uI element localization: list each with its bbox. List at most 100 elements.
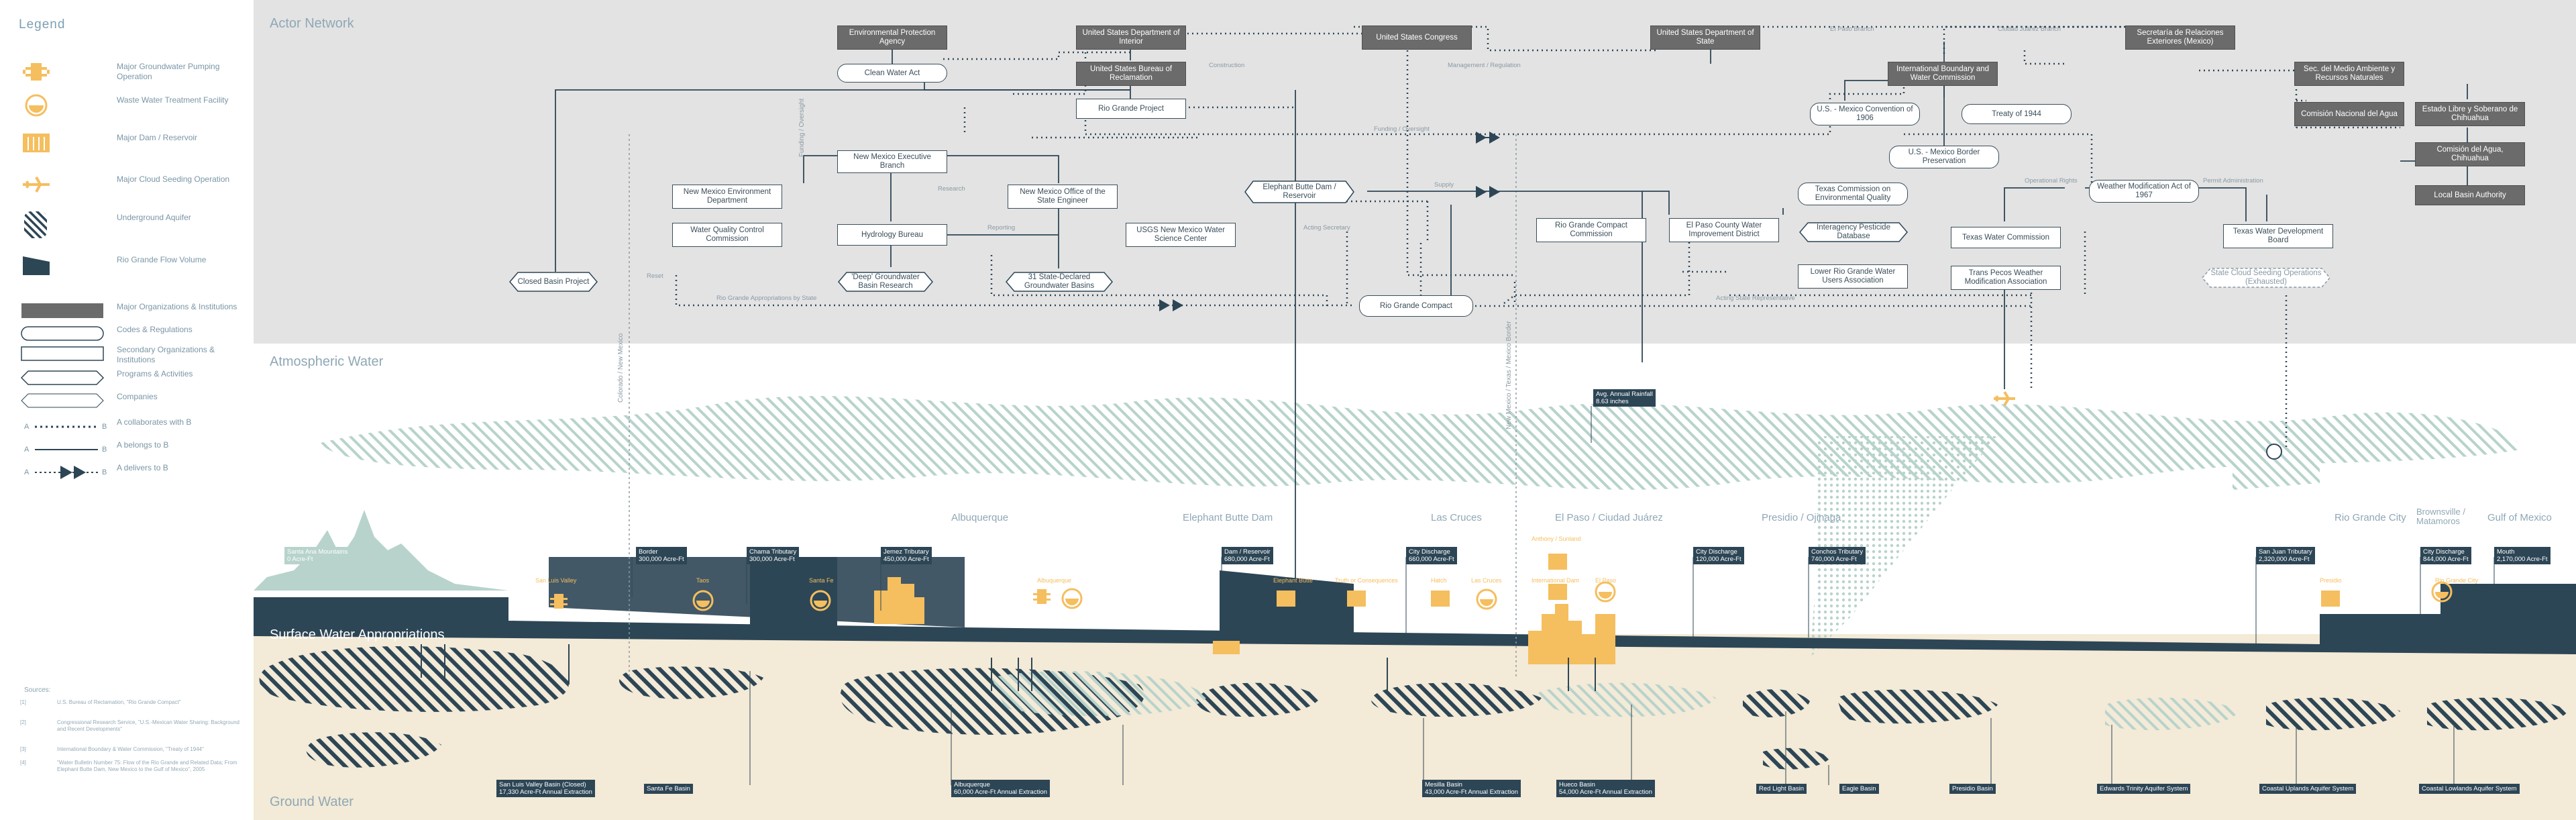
edge-label: Acting State Representative bbox=[1716, 295, 1795, 302]
city-label: Las Cruces bbox=[1431, 512, 1482, 523]
node-epa[interactable]: Environmental Protection Agency bbox=[837, 25, 947, 50]
node-doi[interactable]: United States Department of Interior bbox=[1076, 25, 1186, 50]
edge-label: Construction bbox=[1209, 62, 1245, 69]
legend-row-major-org: Major Organizations & Institutions bbox=[20, 301, 248, 323]
edge-label: Supply bbox=[1434, 181, 1454, 189]
node-usbr[interactable]: United States Bureau of Reclamation bbox=[1076, 62, 1186, 86]
node-deep-groundwater[interactable]: 'Deep' Groundwater Basin Research bbox=[851, 273, 920, 290]
aquifer bbox=[1371, 682, 1542, 717]
legend-row-flow: Rio Grande Flow Volume bbox=[20, 254, 248, 276]
actor-network-band bbox=[254, 0, 2576, 344]
aquifer-mint bbox=[991, 671, 1206, 716]
edge-label: Management / Regulation bbox=[1448, 62, 1521, 69]
legend-label: Programs & Activities bbox=[117, 369, 193, 378]
node-epcwid[interactable]: El Paso County Water Improvement Distric… bbox=[1669, 218, 1779, 242]
legend-row-belongs: A B A belongs to B bbox=[20, 439, 248, 462]
delivers-arrow bbox=[1476, 132, 1500, 144]
legend-row-wwt: Waste Water Treatment Facility bbox=[20, 94, 248, 117]
aquifer bbox=[1196, 682, 1320, 717]
node-lrgwua[interactable]: Lower Rio Grande Water Users Association bbox=[1798, 264, 1908, 289]
node-sre[interactable]: Secretaría de Relaciones Exteriores (Mex… bbox=[2125, 25, 2235, 50]
node-nmose[interactable]: New Mexico Office of the State Engineer bbox=[1008, 185, 1118, 209]
basin-tag: Santa Fe Basin bbox=[644, 784, 693, 794]
node-nm-executive[interactable]: New Mexico Executive Branch bbox=[837, 150, 947, 173]
secondary-org-swatch bbox=[20, 344, 104, 366]
codes-swatch bbox=[20, 323, 104, 346]
legend-label: Major Organizations & Institutions bbox=[117, 302, 237, 311]
node-ibwc[interactable]: International Boundary and Water Commiss… bbox=[1888, 62, 1998, 86]
city-label: Presidio / Ojinaga bbox=[1762, 512, 1841, 523]
node-semarnat[interactable]: Sec. del Medio Ambiente y Recursos Natur… bbox=[2294, 62, 2404, 86]
node-usgs[interactable]: USGS New Mexico Water Science Center bbox=[1126, 223, 1236, 247]
treatment-facility-icon bbox=[20, 94, 52, 117]
node-weather-mod-act[interactable]: Weather Modification Act of 1967 bbox=[2089, 180, 2199, 203]
arrow-line-icon bbox=[34, 462, 98, 484]
node-treaty-1944[interactable]: Treaty of 1944 bbox=[1962, 104, 2072, 124]
node-texas-water-commission[interactable]: Texas Water Commission bbox=[1951, 227, 2061, 248]
node-elephant-butte-dam[interactable]: Elephant Butte Dam / Reservoir bbox=[1263, 183, 1336, 200]
basin-tag: Eagle Basin bbox=[1839, 784, 1879, 794]
legend-label: Secondary Organizations & Institutions bbox=[117, 345, 215, 364]
legend-row-cloud: Major Cloud Seeding Operation bbox=[20, 173, 248, 196]
node-tpwma[interactable]: Trans Pecos Weather Modification Associa… bbox=[1951, 266, 2061, 290]
legend-label: A delivers to B bbox=[117, 463, 168, 472]
node-clean-water-act[interactable]: Clean Water Act bbox=[837, 64, 947, 83]
node-ipdb[interactable]: Interagency Pesticide Database bbox=[1817, 223, 1890, 240]
node-local-basin-authority[interactable]: Local Basin Authority bbox=[2415, 185, 2525, 205]
seeding-marker bbox=[2266, 444, 2282, 460]
legend-row-collaborates: A B A collaborates with B bbox=[20, 416, 248, 439]
node-convention-1906[interactable]: U.S. - Mexico Convention of 1906 bbox=[1810, 103, 1920, 125]
node-wqcc[interactable]: Water Quality Control Commission bbox=[672, 223, 782, 247]
node-conagua[interactable]: Comisión Nacional del Agua bbox=[2294, 102, 2404, 126]
legend-row-companies: Companies bbox=[20, 391, 248, 413]
legend-row-codes: Codes & Regulations bbox=[20, 323, 248, 346]
legend-label: Underground Aquifer bbox=[117, 213, 191, 222]
facility-label: Las Cruces bbox=[1471, 577, 1502, 584]
legend-label: Major Dam / Reservoir bbox=[117, 133, 198, 142]
companies-swatch bbox=[20, 391, 104, 413]
diagram-graphics bbox=[254, 25, 2576, 820]
diagram-area: Actor Network Atmospheric Water Surface … bbox=[254, 0, 2576, 820]
node-nmed[interactable]: New Mexico Environment Department bbox=[672, 185, 782, 209]
facility-label: Albuquerque bbox=[1037, 577, 1072, 584]
flow-step-2 bbox=[750, 557, 837, 627]
edge-label: Reset bbox=[647, 272, 663, 280]
edge-label: Research bbox=[938, 185, 965, 193]
node-tceq[interactable]: Texas Commission on Environmental Qualit… bbox=[1798, 183, 1908, 205]
node-hydrology-bureau[interactable]: Hydrology Bureau bbox=[837, 224, 947, 246]
node-rgcc[interactable]: Rio Grande Compact Commission bbox=[1536, 218, 1646, 242]
edge-label: Ciudad Juárez Branch bbox=[1998, 25, 2061, 33]
node-comision-agua-chihuahua[interactable]: Comisión del Agua, Chihuahua bbox=[2415, 142, 2525, 166]
airplane-icon bbox=[1994, 391, 2015, 407]
dotted-line-icon bbox=[34, 416, 98, 439]
facility-label: Elephant Butte bbox=[1273, 577, 1313, 584]
border-label: Colorado / New Mexico bbox=[617, 333, 625, 403]
node-chihuahua[interactable]: Estado Libre y Soberano de Chihuahua bbox=[2415, 102, 2525, 126]
node-twdb[interactable]: Texas Water Development Board bbox=[2223, 224, 2333, 248]
precipitation-dots bbox=[1810, 436, 1998, 658]
node-congress[interactable]: United States Congress bbox=[1362, 25, 1472, 50]
legend-row-pumping: Major Groundwater Pumping Operation bbox=[20, 60, 248, 83]
legend-label: Codes & Regulations bbox=[117, 325, 193, 334]
node-border-preservation[interactable]: U.S. - Mexico Border Preservation bbox=[1889, 146, 1999, 168]
node-rio-grande-project[interactable]: Rio Grande Project bbox=[1076, 99, 1186, 119]
node-dos[interactable]: United States Department of State bbox=[1650, 25, 1760, 50]
edge-label: Operational Rights bbox=[2025, 177, 2078, 185]
city-label: Brownsville / Matamoros bbox=[2416, 507, 2465, 526]
facility-label: Rio Grande City bbox=[2435, 577, 2479, 584]
basin-tag: Coastal Uplands Aquifer System bbox=[2259, 784, 2357, 794]
node-rio-grande-compact[interactable]: Rio Grande Compact bbox=[1359, 295, 1473, 317]
aquifer bbox=[2266, 697, 2400, 731]
node-closed-basin[interactable]: Closed Basin Project bbox=[517, 277, 590, 286]
node-declared-basins[interactable]: 31 State-Declared Groundwater Basins bbox=[1024, 273, 1095, 290]
major-org-swatch bbox=[20, 301, 103, 323]
edge-label: El Paso Branch bbox=[1830, 25, 1874, 33]
legend-row-dam: Major Dam / Reservoir bbox=[20, 132, 248, 154]
node-cloud-seeding[interactable]: State Cloud Seeding Operations (Exhauste… bbox=[2210, 269, 2322, 286]
